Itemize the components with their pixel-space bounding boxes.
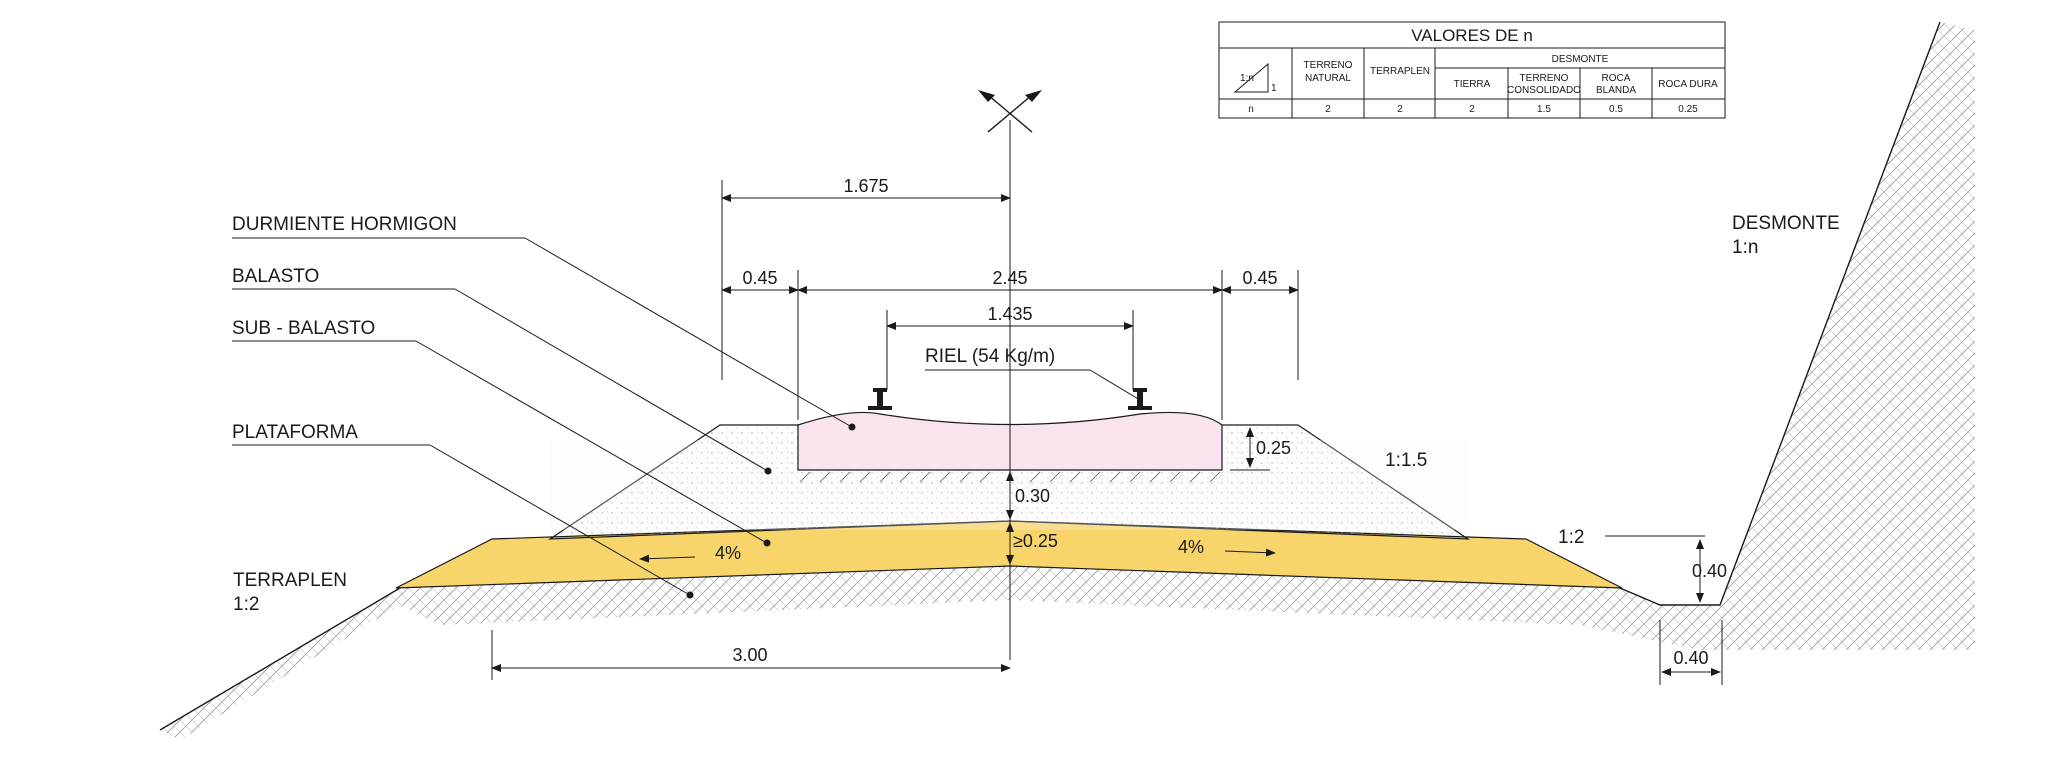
dim-sub-ballast-depth: ≥0.25 [1013, 531, 1058, 551]
dim-shoulder-left: 0.45 [742, 268, 777, 288]
col-value-5: 0.25 [1678, 104, 1698, 115]
centerline-symbol-icon [978, 90, 1042, 133]
ground-left-slope [159, 587, 401, 731]
ground-embankment [160, 22, 1975, 740]
label-desmonte: DESMONTE [1732, 213, 1840, 234]
slope-ballast-side: 1:1.5 [1385, 450, 1427, 471]
dim-sleeper-height: 0.25 [1256, 438, 1291, 458]
leader-dot-balasto [764, 467, 772, 475]
values-table [1218, 21, 1726, 119]
slope-sub-ballast-side: 1:2 [1558, 527, 1584, 548]
crossfall-left: 4% [715, 543, 741, 563]
dim-half-track: 1.675 [843, 176, 888, 196]
col-header-1-l1: TERRAPLEN [1370, 66, 1430, 77]
col-value-2: 2 [1469, 104, 1475, 115]
col-header-4-l2: BLANDA [1596, 85, 1636, 96]
label-desmonte-slope: 1:n [1732, 237, 1758, 258]
leader-durmiente [524, 237, 851, 427]
label-plataforma: PLATAFORMA [232, 422, 358, 443]
leader-dot-sub-balasto [763, 539, 771, 547]
label-terraplen-slope: 1:2 [233, 594, 259, 615]
dim-shoulder-right: 0.45 [1242, 268, 1277, 288]
label-balasto: BALASTO [232, 266, 319, 287]
table-group-header: DESMONTE [1552, 54, 1609, 65]
leader-dot-plataforma [686, 591, 694, 599]
slope-triangle-icon [1233, 62, 1269, 93]
leader-sub-balasto [415, 340, 766, 543]
dim-ballast-depth: 0.30 [1015, 486, 1050, 506]
label-sub-balasto: SUB - BALASTO [232, 318, 375, 339]
col-header-0-l2: NATURAL [1305, 73, 1351, 84]
crossfall-arrow-left [639, 554, 696, 563]
dim-ditch-width: 0.40 [1673, 648, 1708, 668]
dim-sleeper-width: 2.45 [992, 268, 1027, 288]
dim-ditch-depth: 0.40 [1692, 561, 1727, 581]
col-value-1: 2 [1397, 104, 1403, 115]
col-value-3: 1.5 [1537, 104, 1551, 115]
col-header-3-l1: TERRENO [1520, 73, 1569, 84]
dim-half-platform: 3.00 [732, 645, 767, 665]
sleeper-base-hatch [799, 471, 1221, 483]
leader-dot-durmiente [848, 423, 856, 431]
leader-riel [1089, 369, 1141, 401]
label-terraplen: TERRAPLEN [233, 570, 347, 591]
crossfall-arrow-right [1224, 548, 1276, 557]
rail-left [868, 388, 892, 410]
col-header-5-l1: ROCA DURA [1658, 79, 1718, 90]
leader-balasto [454, 288, 767, 471]
crossfall-right: 4% [1178, 537, 1204, 557]
ground-right-ditch [1619, 21, 1941, 606]
table-row-label: n [1248, 104, 1254, 115]
col-value-4: 0.5 [1609, 104, 1623, 115]
table-triangle-slope: 1:n [1240, 73, 1254, 84]
dim-gauge: 1.435 [987, 304, 1032, 324]
col-header-4-l1: ROCA [1602, 73, 1631, 84]
leader-plataforma [429, 444, 689, 595]
col-header-3-l2: CONSOLIDADO [1507, 85, 1581, 96]
col-header-2-l1: TIERRA [1454, 79, 1491, 90]
col-header-0-l1: TERRENO [1304, 60, 1353, 71]
table-title: VALORES DE n [1411, 26, 1533, 45]
col-value-0: 2 [1325, 104, 1331, 115]
table-triangle-one: 1 [1271, 83, 1277, 94]
label-riel: RIEL (54 Kg/m) [925, 346, 1055, 367]
rail-right [1128, 388, 1152, 410]
label-durmiente: DURMIENTE HORMIGON [232, 214, 457, 235]
